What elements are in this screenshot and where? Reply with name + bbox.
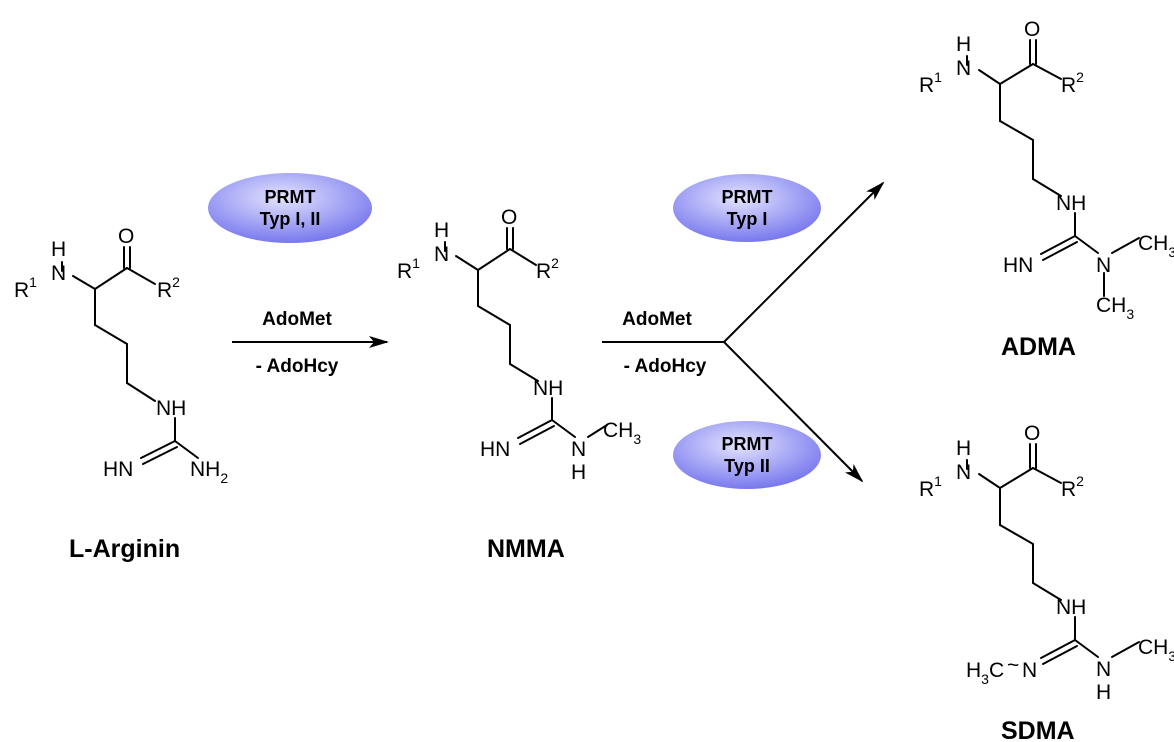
- adma-amine-n: N: [956, 57, 971, 80]
- enzyme-label-line2: Typ II: [724, 456, 770, 476]
- enzyme-label-line1: PRMT: [722, 434, 773, 454]
- reagent-step2-adomet: AdoMet: [622, 309, 692, 330]
- l-arginin-r2: R2: [157, 274, 180, 302]
- enzyme-ellipse: [208, 173, 372, 243]
- adma-r1: R1: [919, 69, 942, 97]
- reagent-step1-adohcy: - AdoHcy: [256, 356, 339, 377]
- arrow-to-adma: [723, 181, 885, 343]
- sdma-r1: R1: [919, 473, 942, 501]
- adma-carbonyl-o: O: [1024, 18, 1040, 41]
- enzyme-prmt-typ-ii: PRMT Typ II: [673, 421, 821, 489]
- nmma-methyl-n: N: [571, 438, 586, 461]
- sdma-amine-h: H: [956, 437, 971, 460]
- nmma-imine-hn: HN: [480, 438, 510, 461]
- nmma-r1: R1: [397, 255, 420, 283]
- sdma-guanidino-nh: NH: [1056, 596, 1086, 619]
- nmma-ch3: CH3: [603, 419, 641, 447]
- arrow-to-sdma: [723, 341, 864, 483]
- sdma-ch3: CH3: [1138, 636, 1174, 664]
- nmma-guanidino-nh: NH: [533, 377, 563, 400]
- reagent-step1-adomet: AdoMet: [262, 309, 332, 330]
- l-arginin-bonds: [61, 246, 199, 465]
- reaction-arrows: [232, 181, 885, 483]
- sdma-carbonyl-o: O: [1024, 422, 1040, 445]
- nmma-r2: R2: [536, 255, 559, 283]
- sdma-imine-n: N: [1022, 659, 1037, 682]
- adma-bonds: [966, 39, 1140, 297]
- adma-guanidino-nh: NH: [1056, 192, 1086, 215]
- nmma-amine-h: H: [434, 219, 449, 242]
- sdma-bonds: [966, 443, 1140, 665]
- enzyme-label-line1: PRMT: [265, 187, 316, 207]
- enzyme-ellipse: [673, 174, 821, 242]
- l-arginin-amine-h: H: [51, 238, 66, 261]
- enzyme-ellipse: [673, 421, 821, 489]
- adma-ch3-bottom: CH3: [1096, 294, 1134, 322]
- enzyme-prmt-typ-i-ii: PRMT Typ I, II: [208, 173, 372, 243]
- sdma-methyl-nh-h: H: [1096, 681, 1111, 704]
- sdma-structure: R1 N H O R2 NH H3C ~ N N H CH3 SDMA: [919, 422, 1174, 742]
- enzyme-label-line2: Typ I, II: [260, 209, 321, 229]
- sdma-amine-n: N: [956, 461, 971, 484]
- sdma-h3c: H3C: [966, 659, 1004, 687]
- adma-imine-hn: HN: [1003, 254, 1033, 277]
- reagent-step2-adohcy: - AdoHcy: [624, 356, 707, 377]
- adma-structure: R1 N H O R2 NH HN N CH3 CH3 ADMA: [919, 18, 1174, 361]
- nmma-bonds: [444, 227, 608, 445]
- nmma-carbonyl-o: O: [501, 206, 517, 229]
- reagent-labels: AdoMet - AdoHcy AdoMet - AdoHcy: [256, 309, 707, 377]
- compound-label-sdma: SDMA: [1001, 717, 1075, 742]
- l-arginin-guanidino-nh: NH: [156, 397, 186, 420]
- compound-label-adma: ADMA: [1001, 333, 1076, 361]
- l-arginin-r1: R1: [14, 274, 37, 302]
- nmma-structure: R1 N H O R2 NH HN N H CH3 NMMA: [397, 206, 641, 563]
- l-arginin-imine-hn: HN: [103, 458, 133, 481]
- enzyme-label-line1: PRMT: [722, 187, 773, 207]
- l-arginin-carbonyl-o: O: [118, 225, 134, 248]
- sdma-methyl-n: N: [1096, 658, 1111, 681]
- l-arginin-nh2: NH2: [190, 458, 228, 486]
- adma-ch3-top: CH3: [1138, 232, 1174, 260]
- adma-r2: R2: [1061, 69, 1084, 97]
- l-arginin-structure: R1 N H O R2 NH HN NH2 L-Arginin: [14, 225, 228, 563]
- compound-label-nmma: NMMA: [487, 535, 565, 563]
- adma-amine-h: H: [956, 33, 971, 56]
- enzyme-label-line2: Typ I: [727, 209, 768, 229]
- adma-dimethyl-n: N: [1096, 254, 1111, 277]
- sdma-r2: R2: [1061, 473, 1084, 501]
- nmma-methyl-nh-h: H: [571, 461, 586, 484]
- compound-label-l-arginin: L-Arginin: [69, 535, 180, 563]
- l-arginin-amine-n: N: [51, 262, 66, 285]
- enzyme-prmt-typ-i: PRMT Typ I: [673, 174, 821, 242]
- sdma-wavy-bond: ~: [1007, 654, 1019, 677]
- nmma-amine-n: N: [434, 243, 449, 266]
